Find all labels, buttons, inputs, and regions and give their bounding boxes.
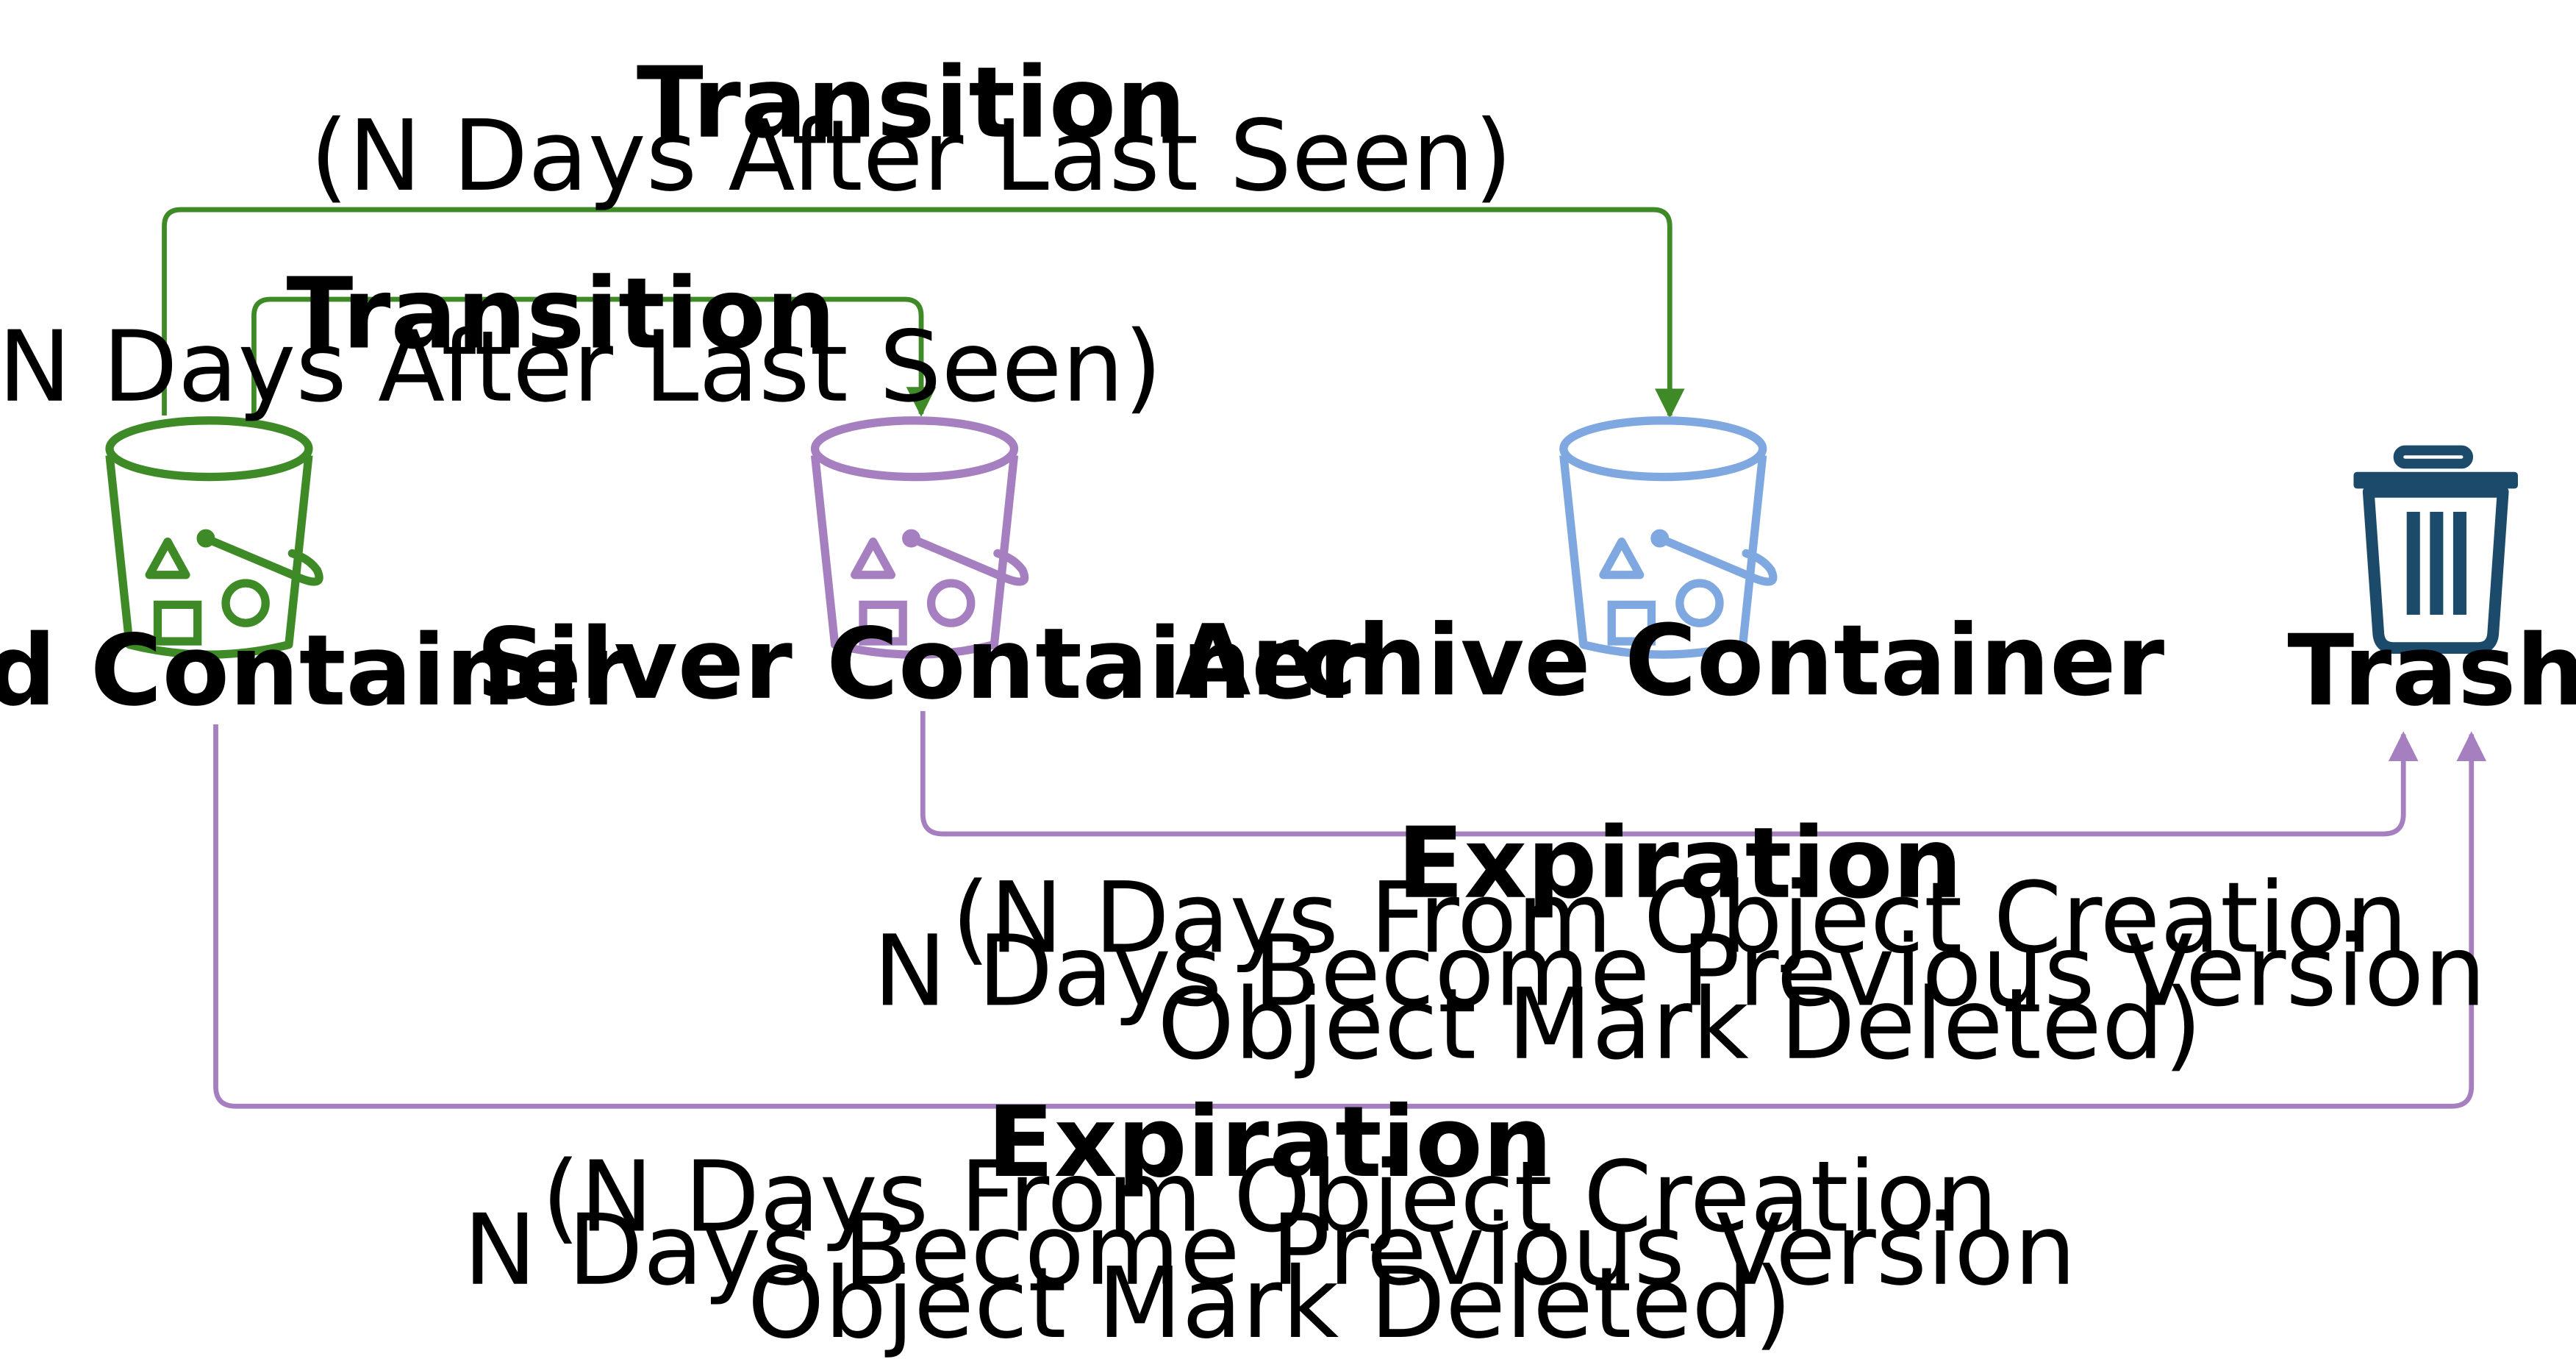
silver-container-label: Silver Container bbox=[476, 607, 1367, 721]
silver-trash-expiration-title: Expiration bbox=[1397, 807, 1962, 921]
gold-trash-expiration-line-2: N Days Become Previous Version bbox=[463, 1194, 2076, 1308]
gold-to-trash-arrow bbox=[213, 724, 2487, 1109]
gold-trash-expiration-title: Expiration bbox=[987, 1085, 1553, 1199]
gold-container-label: Gold Container bbox=[0, 614, 630, 728]
trash-can-icon bbox=[2353, 445, 2518, 654]
gold-trash-expiration-line-1: (N Days From Object Creation bbox=[542, 1141, 1998, 1255]
gold-trash-expiration-line-3: Object Mark Deleted) bbox=[748, 1246, 1792, 1359]
silver-trash-expiration-line-1: (N Days From Object Creation bbox=[952, 861, 2408, 975]
gold-archive-transition-title: Transition bbox=[637, 46, 1186, 160]
gold-archive-transition-detail: (N Days After Last Seen) bbox=[310, 99, 1512, 213]
gold-to-archive-arrow bbox=[162, 207, 1685, 419]
silver-trash-expiration-line-3: Object Mark Deleted) bbox=[1157, 968, 2202, 1082]
gold-silver-transition-detail: (N Days After Last Seen) bbox=[0, 310, 1162, 424]
silver-trash-expiration-line-2: N Days Become Previous Version bbox=[873, 915, 2486, 1029]
trash-label: Trash bbox=[2287, 614, 2576, 728]
gold-silver-transition-title: Transition bbox=[287, 257, 836, 371]
gold-to-silver-arrow bbox=[251, 296, 937, 417]
silver-to-trash-arrow bbox=[920, 710, 2419, 837]
archive-container-label: Archive Container bbox=[1175, 604, 2164, 718]
